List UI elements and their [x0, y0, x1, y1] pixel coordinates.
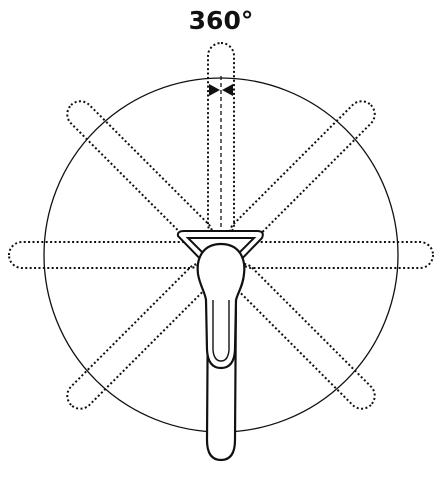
dotted-spout-position	[8, 241, 204, 269]
rotation-arrows-icon	[209, 84, 233, 96]
dotted-spout-position	[228, 262, 376, 410]
dotted-spout-position	[66, 262, 214, 410]
dotted-spout-position	[66, 100, 214, 248]
dotted-spout-position	[228, 100, 376, 248]
faucet-handle	[196, 242, 246, 370]
rotation-label: 360°	[189, 6, 254, 35]
dotted-spout-position	[238, 241, 434, 269]
